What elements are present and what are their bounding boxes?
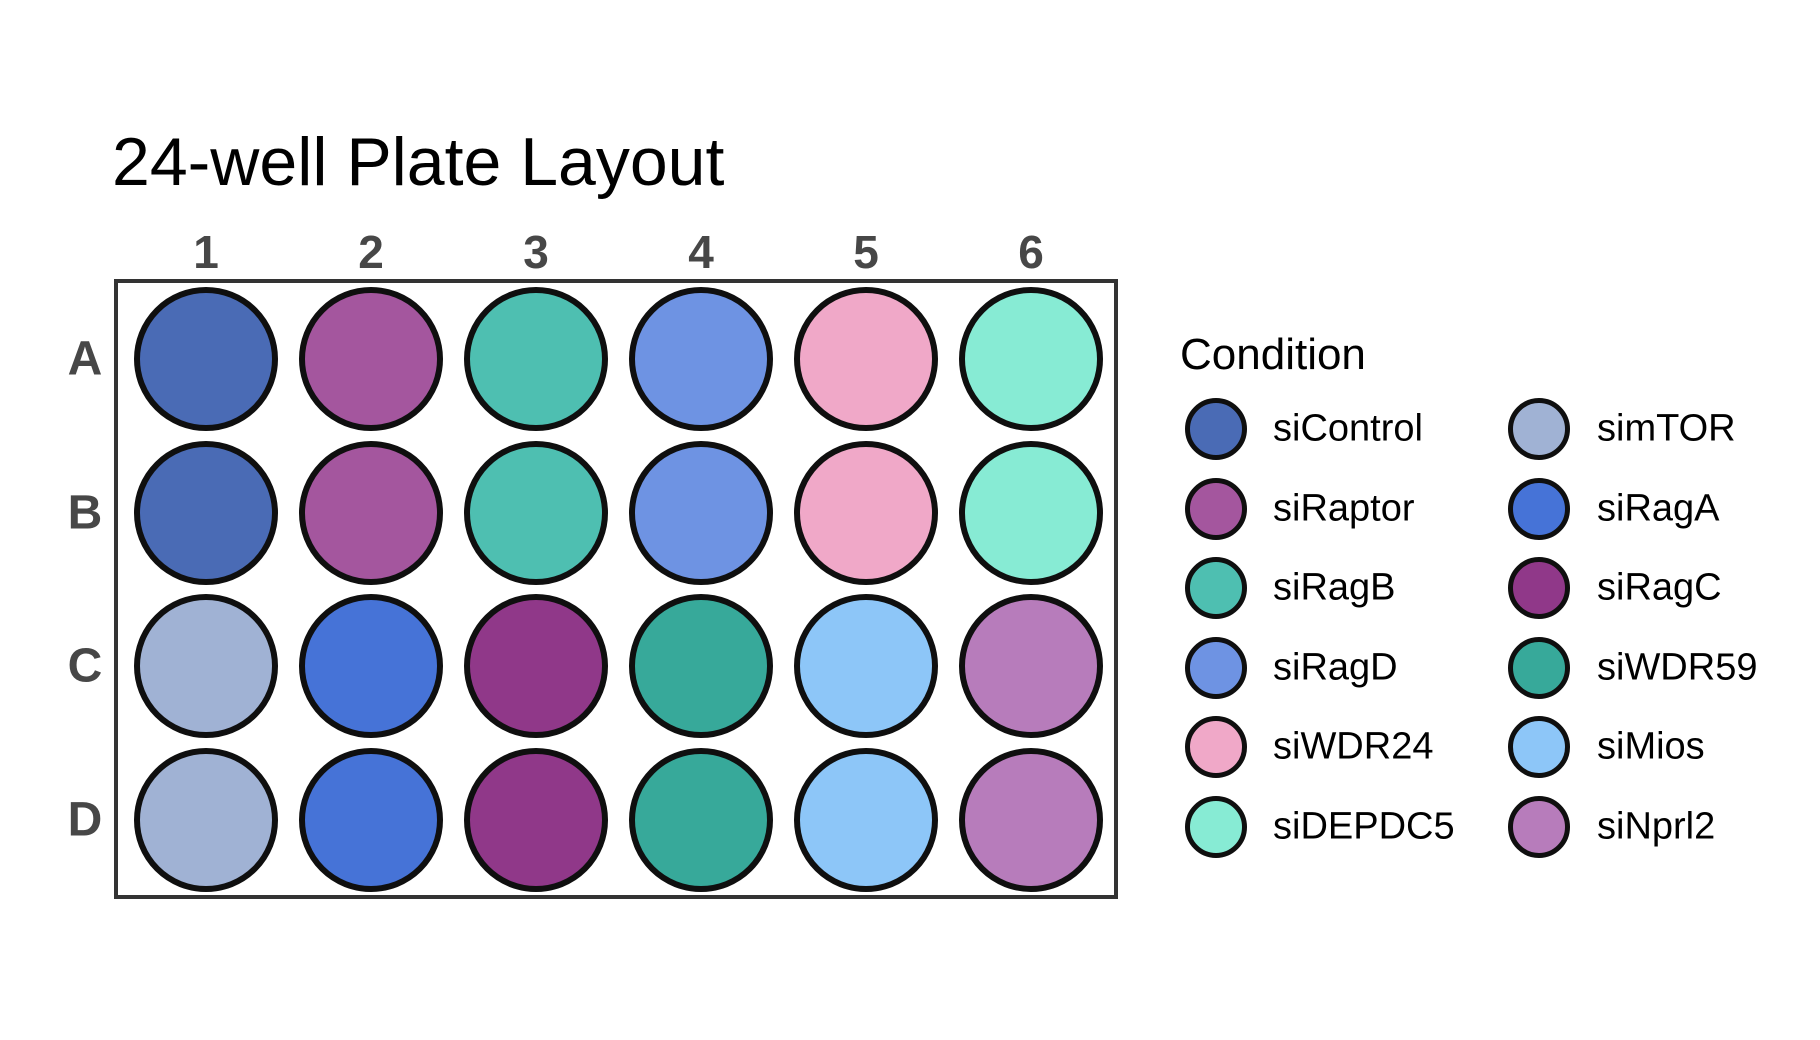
row-label-D: D xyxy=(67,793,103,847)
well-D2 xyxy=(299,748,443,893)
legend-label-siDEPDC5: siDEPDC5 xyxy=(1273,805,1455,848)
well-B1 xyxy=(134,440,278,585)
plate-outline xyxy=(114,279,1118,899)
well-B5 xyxy=(794,440,938,585)
well-B6 xyxy=(959,440,1103,585)
legend-swatch-siNprl2 xyxy=(1508,796,1570,858)
legend-swatch-siRagA xyxy=(1508,477,1570,540)
legend-label-siWDR59: siWDR59 xyxy=(1597,646,1758,689)
legend-label-siMios: siMios xyxy=(1597,725,1705,768)
well-C4 xyxy=(629,594,773,739)
well-A1 xyxy=(134,287,278,431)
well-C3 xyxy=(464,594,608,739)
well-B3 xyxy=(464,440,608,585)
row-label-B: B xyxy=(67,486,103,540)
legend-label-siNprl2: siNprl2 xyxy=(1597,805,1716,848)
well-D5 xyxy=(794,748,938,893)
well-C6 xyxy=(959,594,1103,739)
row-label-C: C xyxy=(67,639,103,693)
well-D4 xyxy=(629,748,773,893)
well-A3 xyxy=(464,287,608,431)
well-D1 xyxy=(134,748,278,893)
well-C2 xyxy=(299,594,443,739)
column-label-5: 5 xyxy=(853,226,879,278)
chart-title: 24-well Plate Layout xyxy=(112,124,725,200)
legend-label-siRaptor: siRaptor xyxy=(1273,487,1415,530)
well-A5 xyxy=(794,287,938,431)
legend-label-siControl: siControl xyxy=(1273,407,1423,450)
well-D6 xyxy=(959,748,1103,893)
legend-label-simTOR: simTOR xyxy=(1597,407,1736,450)
well-A2 xyxy=(299,287,443,431)
legend-swatch-siWDR24 xyxy=(1185,716,1247,779)
legend-swatch-siRagD xyxy=(1185,636,1247,699)
well-B2 xyxy=(299,440,443,585)
legend-swatch-siRaptor xyxy=(1185,477,1247,540)
legend-label-siRagD: siRagD xyxy=(1273,646,1398,689)
well-C5 xyxy=(794,594,938,739)
legend-swatch-siMios xyxy=(1508,716,1570,779)
column-label-2: 2 xyxy=(358,226,384,278)
well-A6 xyxy=(959,287,1103,431)
legend-title: Condition xyxy=(1180,330,1366,379)
column-label-6: 6 xyxy=(1018,226,1044,278)
legend-swatch-siWDR59 xyxy=(1508,636,1570,699)
legend-swatch-siRagB xyxy=(1185,557,1247,620)
legend-swatch-siDEPDC5 xyxy=(1185,796,1247,858)
row-label-A: A xyxy=(67,332,103,386)
legend-label-siRagB: siRagB xyxy=(1273,566,1396,609)
well-A4 xyxy=(629,287,773,431)
column-label-1: 1 xyxy=(193,226,219,278)
legend-swatch-siRagC xyxy=(1508,557,1570,620)
well-B4 xyxy=(629,440,773,585)
legend-label-siRagA: siRagA xyxy=(1597,487,1720,530)
well-C1 xyxy=(134,594,278,739)
legend-label-siWDR24: siWDR24 xyxy=(1273,725,1434,768)
legend-swatch-simTOR xyxy=(1508,398,1570,460)
legend-swatch-siControl xyxy=(1185,398,1247,460)
well-D3 xyxy=(464,748,608,893)
column-label-4: 4 xyxy=(688,226,714,278)
legend-label-siRagC: siRagC xyxy=(1597,566,1722,609)
column-label-3: 3 xyxy=(523,226,549,278)
